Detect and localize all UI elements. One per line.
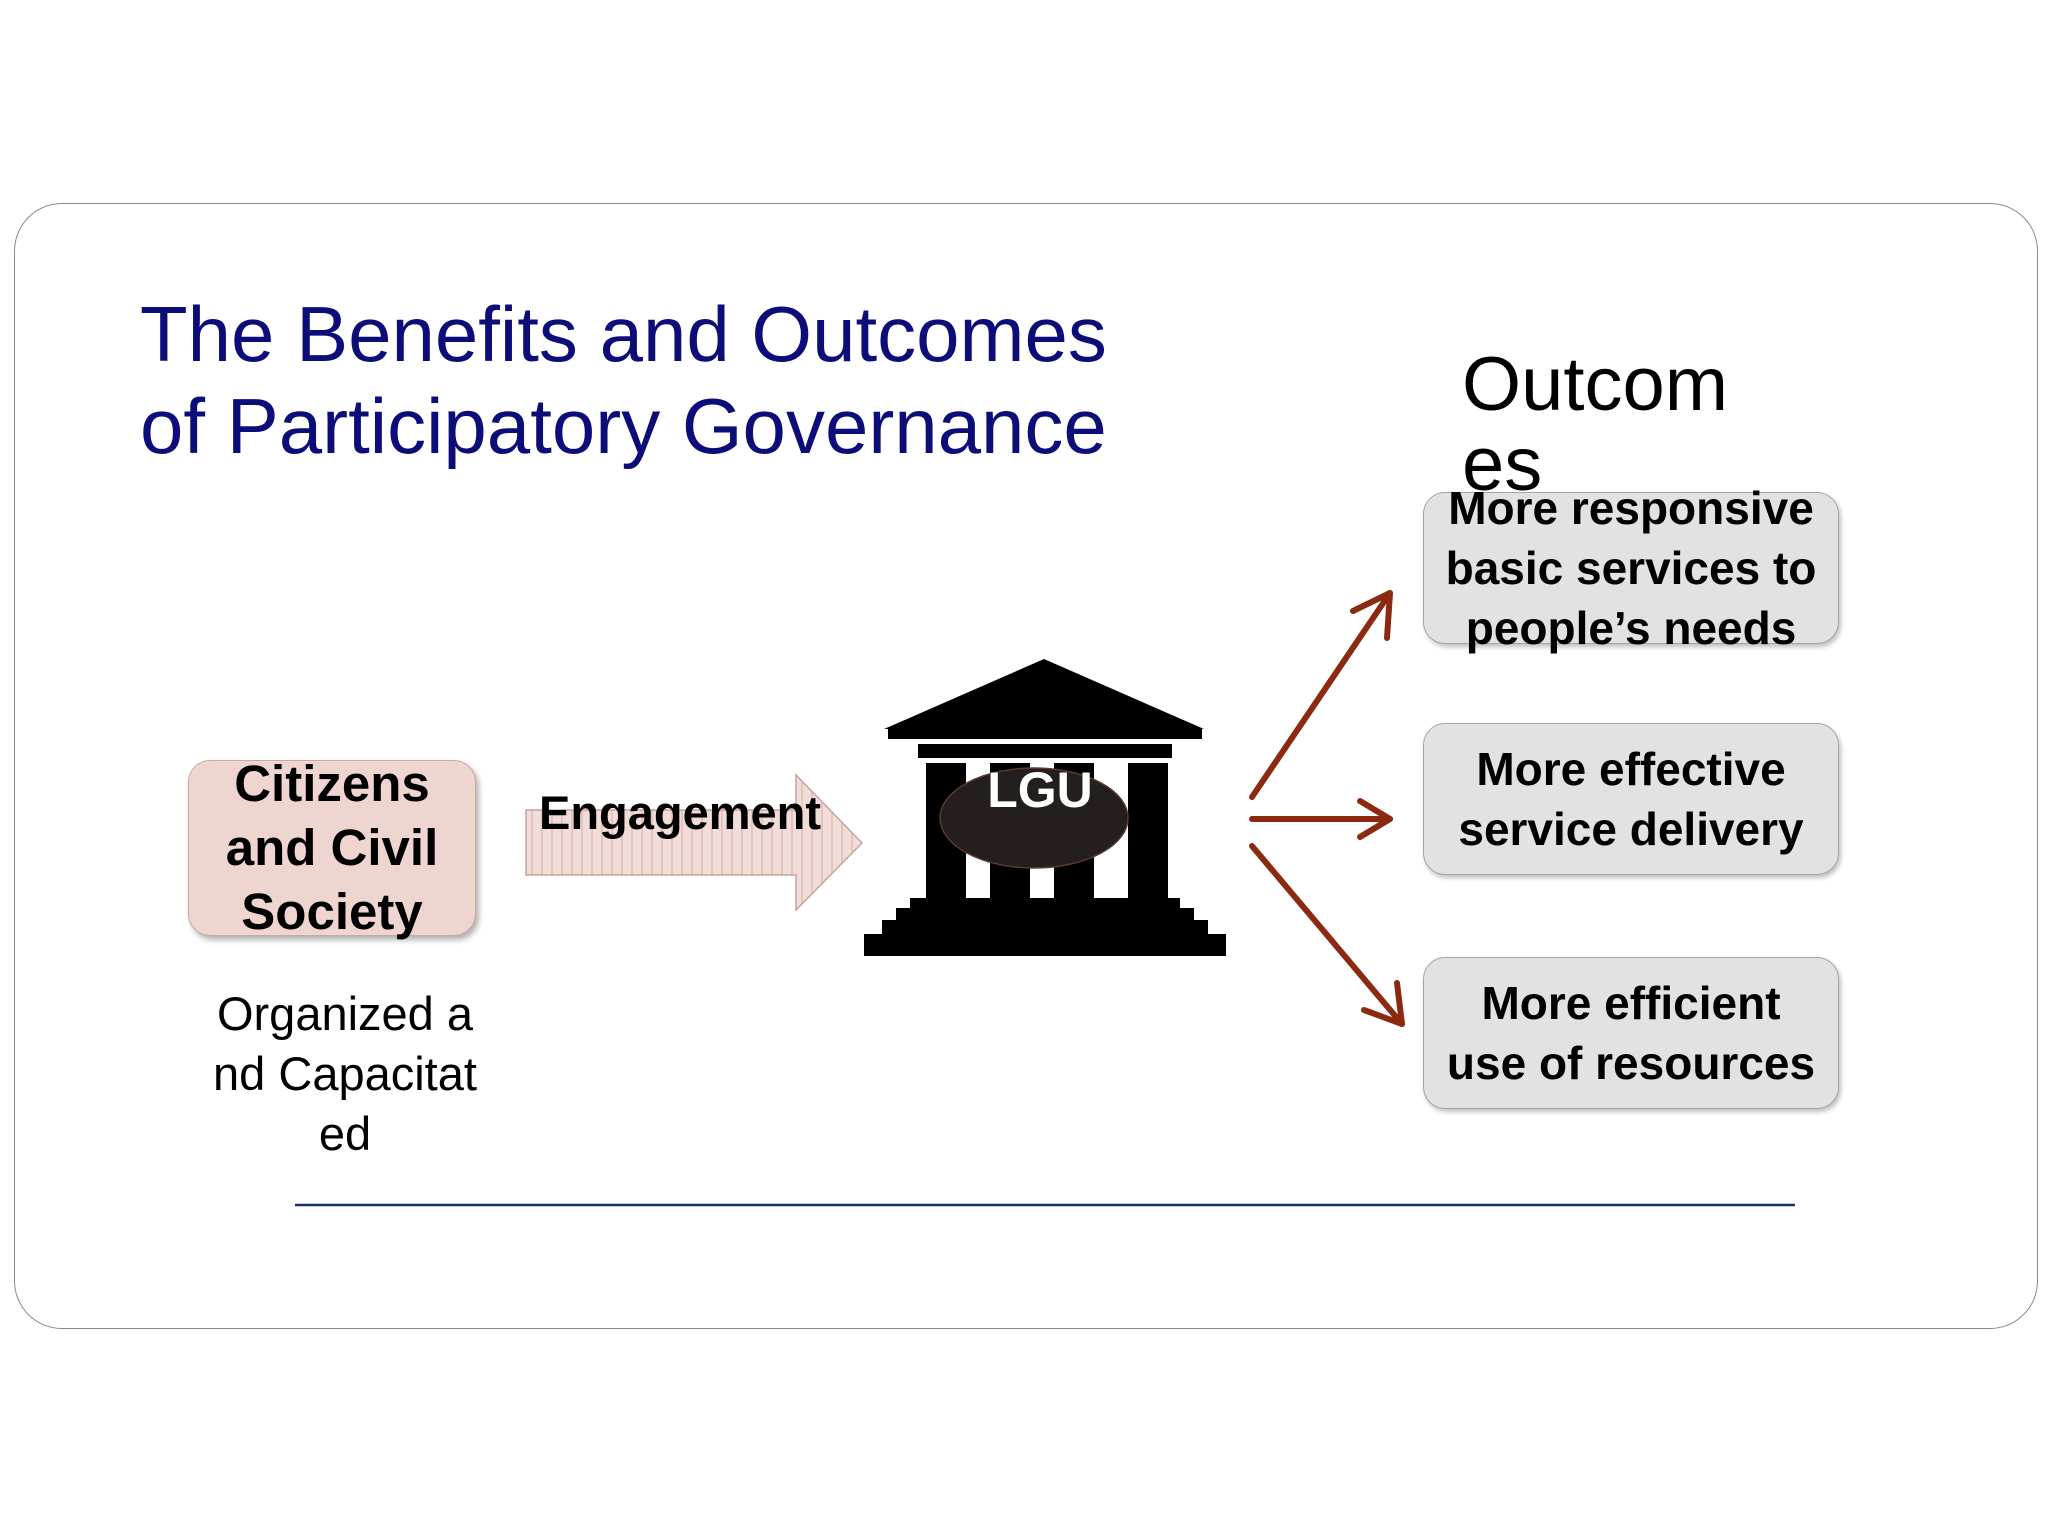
citizens-label: Citizens and Civil Society (225, 755, 439, 940)
outcome-box-effective: More effective service delivery (1423, 723, 1839, 875)
slide-title: The Benefits and Outcomes of Participato… (140, 290, 1107, 470)
outcome-label: More effective service delivery (1458, 743, 1804, 855)
arrowhead-outcome-1 (1350, 590, 1393, 641)
arrow-to-outcome-3 (1249, 843, 1405, 1027)
slide-frame (14, 203, 2038, 1329)
organized-label: Organized and Capacitated (213, 987, 477, 1160)
outcome-label: More efficient use of resources (1446, 977, 1816, 1089)
outcome-box-efficient: More efficient use of resources (1423, 957, 1839, 1109)
lgu-label: LGU (987, 762, 1093, 818)
outcomes-heading: Outcomes (1462, 342, 1729, 507)
lgu-ellipse (939, 767, 1129, 869)
citizens-box: Citizens and Civil Society (188, 755, 476, 940)
outcome-arrows (1249, 590, 1405, 1027)
arrowhead-outcome-2 (1357, 798, 1393, 840)
outcome-label: More responsive basic services to people… (1445, 482, 1817, 654)
engagement-label: Engagement (538, 786, 822, 839)
outcome-box-responsive: More responsive basic services to people… (1423, 482, 1839, 654)
arrowhead-outcome-3 (1361, 980, 1405, 1027)
arrow-to-outcome-1 (1249, 590, 1393, 800)
engagement-arrow (525, 773, 864, 912)
government-building-icon (864, 659, 1226, 956)
